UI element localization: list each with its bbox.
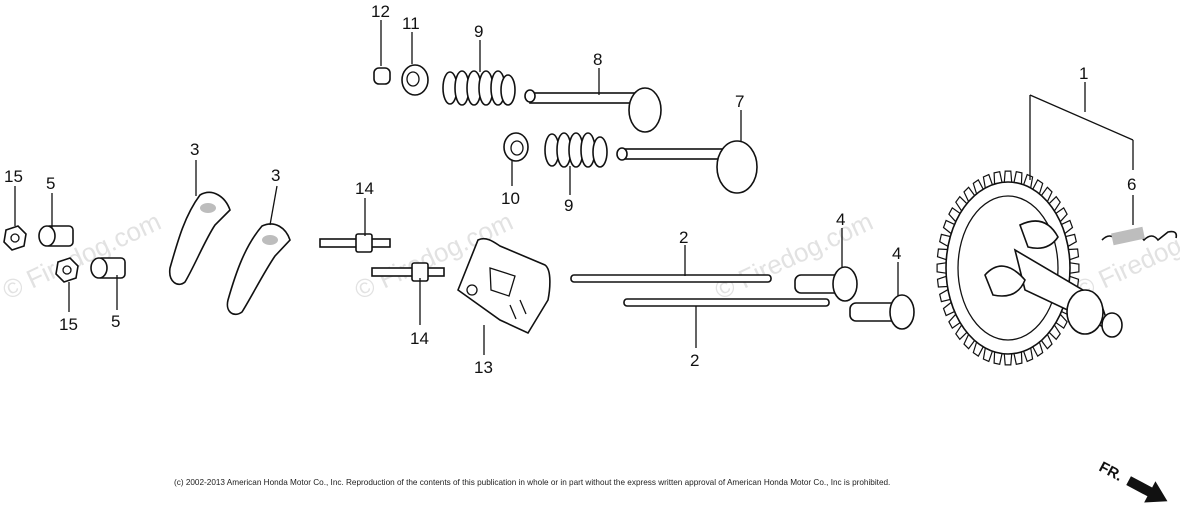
part-9-spring-upper[interactable] [442,70,516,106]
callout-13: 13 [474,358,493,377]
part-6-spring[interactable] [1101,226,1178,246]
callout-7: 7 [735,92,744,111]
callout-15-lower: 15 [59,315,78,334]
callout-5-lower: 5 [111,312,120,331]
part-10-retainer[interactable] [503,132,529,162]
callout-12: 12 [371,2,390,21]
copyright-notice: (c) 2002-2013 American Honda Motor Co., … [174,478,890,487]
part-15-nut-lower[interactable] [55,257,79,283]
front-label: FR. [1096,459,1125,485]
callout-5-upper: 5 [46,174,55,193]
part-3-rocker-arm-right[interactable] [226,223,291,316]
part-2-push-rod-lower[interactable] [623,298,830,307]
callout-4-upper: 4 [836,210,845,229]
callout-14-upper: 14 [355,179,374,198]
callout-3-left: 3 [190,140,199,159]
callout-4-lower: 4 [892,244,901,263]
callout-11: 11 [402,14,420,33]
callout-3-right: 3 [271,166,280,185]
part-2-push-rod-upper[interactable] [570,274,772,283]
part-4-tappet-lower[interactable] [849,294,915,330]
part-13-guide-plate[interactable] [457,237,551,335]
front-direction-indicator: FR. [1096,459,1168,503]
gear-tooth [1003,353,1013,366]
part-14-stud-upper[interactable] [319,233,391,253]
callout-2-lower: 2 [690,351,699,370]
part-8-valve[interactable] [524,87,662,133]
part-12-cap[interactable] [373,67,391,85]
part-15-nut-upper[interactable] [3,225,27,251]
callout-14-lower: 14 [410,329,429,348]
callout-15-upper: 15 [4,167,23,186]
callout-2-upper: 2 [679,228,688,247]
part-5-nut-upper[interactable] [38,225,74,247]
callouts: 1 6 7 8 9 9 10 11 12 2 2 3 3 4 4 5 5 13 … [4,2,1136,377]
callout-6: 6 [1127,175,1136,194]
part-1-camshaft-gear[interactable] [936,170,1123,366]
gear-tooth [1003,170,1013,183]
callout-10: 10 [501,189,520,208]
gear-tooth [936,262,947,274]
part-11-retainer[interactable] [401,64,429,96]
gear-tooth [1069,262,1080,274]
callout-8: 8 [593,50,602,69]
part-3-rocker-arm-left[interactable] [168,191,231,286]
part-9-spring-lower[interactable] [544,132,608,168]
part-5-nut-lower[interactable] [90,257,126,279]
callout-1: 1 [1079,64,1088,83]
leader-lines [14,20,1134,355]
callout-9-lower: 9 [564,196,573,215]
part-4-tappet-upper[interactable] [794,266,858,302]
arrow-icon [1126,476,1168,503]
part-7-valve[interactable] [616,140,758,194]
watermark-1: © Firedog.com [0,206,165,305]
callout-9-upper: 9 [474,22,483,41]
